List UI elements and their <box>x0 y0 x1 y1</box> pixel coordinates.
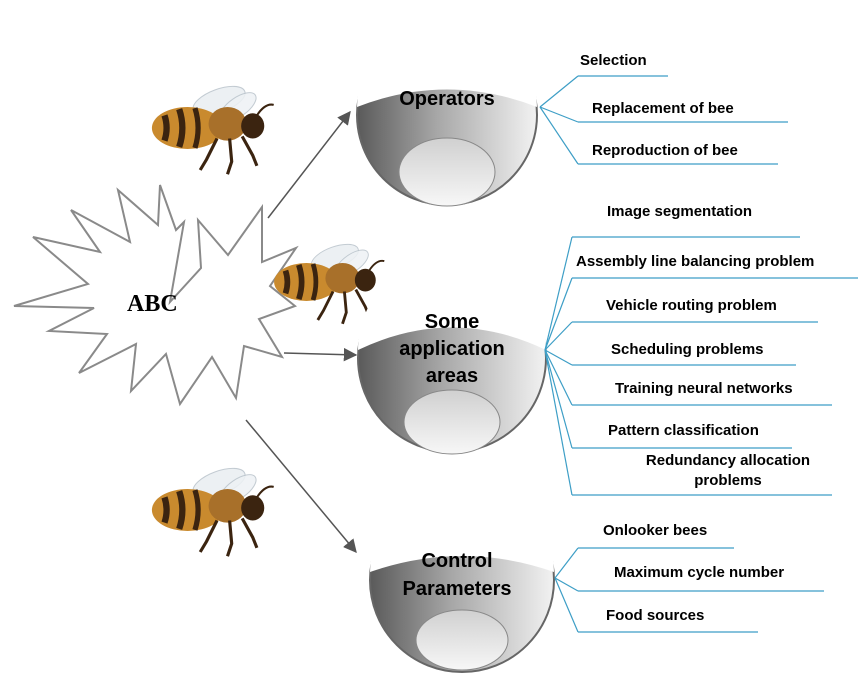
application-item-line: Redundancy allocation <box>645 452 811 469</box>
control-item: Onlooker bees <box>603 522 708 539</box>
application-item: Assembly line balancing problem <box>576 253 815 270</box>
application-item: Pattern classification <box>608 422 759 439</box>
application-item-line: problems <box>694 472 762 489</box>
control-node-sphere <box>369 480 555 673</box>
operators-node-title: Operators <box>399 88 495 110</box>
operators-node-sphere <box>356 17 538 207</box>
starburst-shape <box>13 184 299 407</box>
control-item: Food sources <box>606 607 705 624</box>
application-item: Image segmentation <box>607 203 753 220</box>
control-title-line: Control <box>421 550 493 572</box>
operators-branches <box>539 75 788 165</box>
arrow-to-operators <box>267 110 351 219</box>
operator-item: Selection <box>580 52 647 69</box>
abc-center-label: ABC <box>127 291 178 317</box>
applications-title-line: Some <box>424 311 480 333</box>
applications-title-line: application <box>399 338 505 360</box>
applications-branches <box>544 236 858 496</box>
control-item: Maximum cycle number <box>614 564 785 581</box>
application-item: Vehicle routing problem <box>606 297 777 314</box>
operator-item: Reproduction of bee <box>592 142 738 159</box>
application-item: Scheduling problems <box>611 341 764 358</box>
applications-title-line: areas <box>425 365 479 387</box>
bee-icon <box>152 81 274 175</box>
arrow-to-control <box>245 419 357 554</box>
control-title-line: Parameters <box>402 578 512 600</box>
application-item: Training neural networks <box>615 380 793 397</box>
control-branches <box>554 547 824 633</box>
operator-item: Replacement of bee <box>592 100 734 117</box>
applications-node-sphere <box>357 256 547 455</box>
bee-icon <box>152 463 274 557</box>
arrow-to-applications <box>283 347 358 362</box>
